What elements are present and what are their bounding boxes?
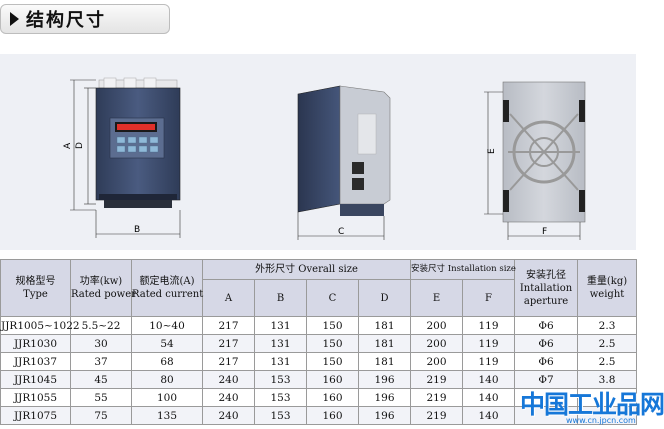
section-title: 结构尺寸 (26, 10, 106, 31)
watermark-url: www.cn.jpcn.com (566, 416, 636, 425)
dim-label-f: F (542, 227, 547, 237)
header-overall-size: 外形尺寸 Overall size (201, 259, 412, 280)
header-current: 额定电流(A)Rated current (131, 259, 203, 317)
header-col-f: F (462, 279, 516, 317)
header-col-b: B (254, 279, 307, 317)
header-installation-size: 安装尺寸 Installation size (410, 259, 516, 280)
header-col-a: A (202, 279, 255, 317)
side-view: C (297, 85, 391, 240)
dim-label-c: C (338, 227, 344, 237)
dimension-drawings: A D B C (63, 77, 586, 240)
display-icon (117, 124, 155, 130)
front-view: A D B (63, 77, 181, 238)
dim-label-a: A (63, 142, 73, 149)
header-col-c: C (306, 279, 359, 317)
dim-label-b: B (134, 225, 140, 235)
header-col-e: E (410, 279, 464, 317)
watermark-text: 中国工业品网 (520, 390, 664, 419)
header-power: 功率(kw)Rated power (70, 259, 136, 317)
diagram-panel: A D B C (0, 54, 636, 250)
header-col-d: D (357, 279, 412, 317)
header-weight: 重量(kg)weight (577, 259, 638, 317)
keypad-icon (116, 136, 159, 153)
dim-label-e: E (487, 148, 497, 154)
watermark-logo: 中国工业品网 www.cn.jpcn.com (520, 385, 664, 427)
triangle-bullet-icon (10, 12, 19, 26)
back-view: E F (484, 81, 586, 240)
dim-label-d: D (75, 142, 85, 149)
section-header: 结构尺寸 (0, 4, 170, 34)
